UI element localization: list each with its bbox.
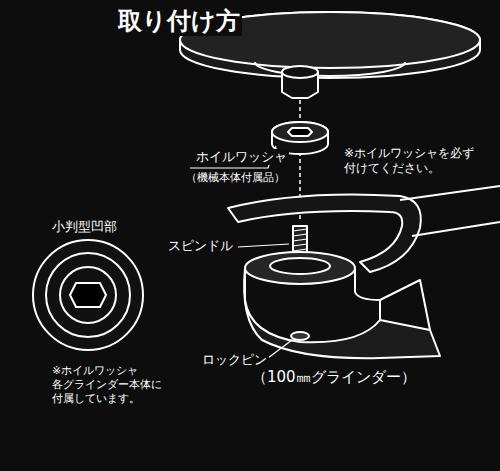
leader-line	[238, 244, 289, 247]
part-name: ホイルワッシャ	[194, 149, 289, 165]
lock-pin	[291, 332, 309, 340]
washer-inset	[33, 240, 143, 350]
page-title: 取り付け方	[116, 6, 242, 36]
part-name: スピンドル	[166, 238, 235, 254]
part-name: ロックピン	[200, 352, 269, 368]
inset-note: ※ホイルワッシャ 各グラインダー本体に 付属しています。	[50, 364, 171, 405]
inset-title: 小判型凹部	[50, 219, 119, 235]
part-note: （機械本体付属品）	[184, 171, 287, 185]
model-caption: （100㎜グラインダー）	[250, 368, 418, 387]
caution-note: ※ホイルワッシャを必ず 付けてください。	[342, 146, 485, 176]
leader-line	[268, 340, 292, 358]
